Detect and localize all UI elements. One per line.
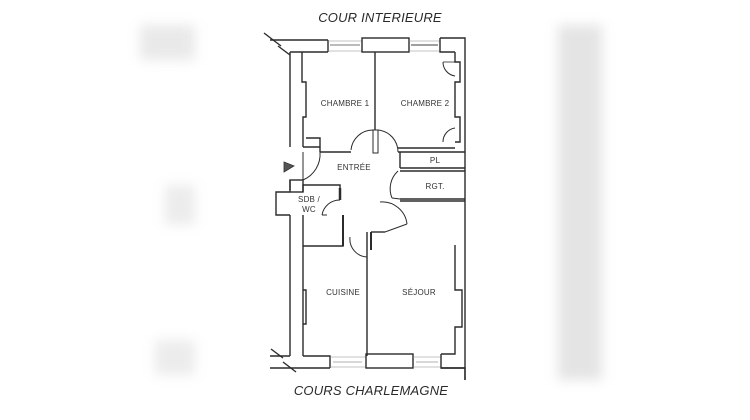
room-label-pl: PL: [429, 156, 441, 165]
blurred-background-right: [558, 25, 602, 380]
room-label-wc: WC: [302, 205, 316, 214]
room-label-sejour: SÉJOUR: [402, 288, 436, 297]
room-label-entree: ENTRÉE: [337, 163, 371, 172]
room-label-cuisine: CUISINE: [326, 288, 360, 297]
room-label-rgt: RGT.: [425, 182, 445, 191]
room-label-sdb: SDB /: [298, 195, 320, 204]
top-street-label: COUR INTERIEURE: [318, 10, 442, 25]
room-label-chambre2: CHAMBRE 2: [400, 99, 450, 108]
room-label-sdb-wc: SDB / WC: [298, 195, 320, 215]
room-label-chambre1: CHAMBRE 1: [320, 99, 370, 108]
blurred-background-left-bottom: [155, 340, 195, 375]
bottom-street-label: COURS CHARLEMAGNE: [293, 383, 449, 398]
blurred-background-left-top: [140, 25, 195, 60]
blurred-background-left-mid: [165, 185, 195, 225]
